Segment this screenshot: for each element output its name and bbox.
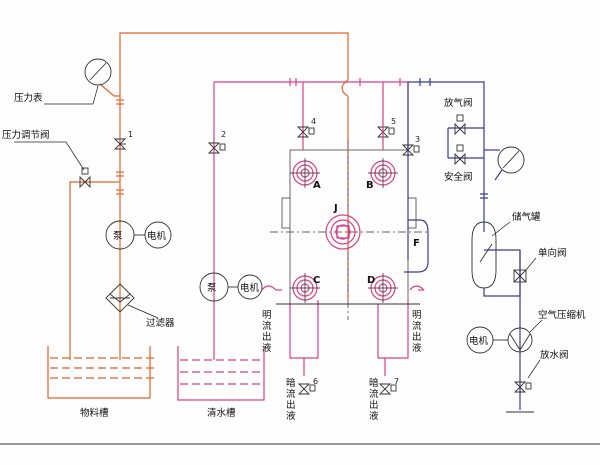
valve-1-number: 1	[128, 130, 133, 139]
motor-right-label: 电机	[469, 335, 489, 347]
valve-4-number: 4	[311, 117, 316, 126]
valve-2-icon[interactable]	[207, 142, 226, 154]
filter-label: 过滤器	[146, 317, 175, 329]
pipe-fittings	[116, 99, 124, 195]
port-j-icon	[325, 214, 361, 250]
drain-valve-icon[interactable]	[513, 381, 532, 393]
port-f-label: F	[413, 238, 420, 249]
air-tank-label: 储气罐	[512, 211, 541, 223]
check-valve-label: 单向阀	[538, 247, 567, 259]
air-tank-icon	[471, 221, 497, 289]
valve-7-icon[interactable]	[378, 383, 397, 395]
pressure-regulating-valve-icon[interactable]	[79, 167, 91, 189]
motor-mid-icon	[237, 274, 263, 300]
valve-6-icon[interactable]	[297, 383, 316, 395]
compressor-label: 空气压缩机	[538, 309, 586, 321]
air-line	[407, 78, 521, 410]
port-c-label: C	[313, 275, 320, 286]
port-d-icon	[368, 273, 398, 303]
valve-5-icon[interactable]	[376, 82, 395, 150]
motor-left-icon	[144, 221, 172, 249]
pressure-valve-label: 压力调节阀	[2, 129, 50, 141]
valve-5-number: 5	[391, 117, 396, 126]
clean-tank-label: 清水槽	[207, 407, 236, 419]
dark-outflow-right-label: 暗流出液	[369, 378, 379, 422]
open-outflow-left-label: 明流出液	[262, 310, 272, 354]
air-pressure-gauge-icon	[494, 146, 525, 181]
clean-water-tank-icon	[177, 346, 265, 401]
valve-4-icon[interactable]	[296, 126, 315, 138]
pump-left-label: 泵	[113, 231, 123, 242]
drain-valve-label: 放水阀	[540, 349, 569, 361]
pressure-gauge-icon	[84, 58, 112, 86]
vent-valve-icon[interactable]	[454, 114, 466, 136]
pressure-gauge-label: 压力表	[14, 92, 43, 104]
motor-left-label: 电机	[147, 230, 167, 242]
port-a-icon	[290, 158, 320, 188]
motor-right-icon	[466, 326, 494, 354]
vent-valve-label: 放气阀	[444, 97, 473, 109]
port-c-icon	[290, 273, 320, 303]
valve-6-number: 6	[313, 377, 318, 386]
valve-2-number: 2	[221, 130, 226, 139]
material-feed-line	[69, 32, 349, 360]
port-b-label: B	[366, 180, 374, 191]
valve-3-number: 3	[415, 135, 420, 144]
material-tank-label: 物料槽	[80, 407, 109, 419]
valve-1-icon[interactable]	[113, 138, 127, 150]
outflow-pipes	[261, 285, 425, 376]
safety-valve-icon[interactable]	[454, 144, 466, 166]
pump-mid-label: 泵	[207, 283, 217, 294]
port-j-label: J	[333, 203, 338, 214]
port-d-label: D	[367, 275, 375, 286]
dark-outflow-left-label: 暗流出液	[286, 378, 296, 422]
valve-7-number: 7	[394, 377, 399, 386]
valve-3-icon[interactable]	[401, 144, 420, 156]
port-a-label: A	[313, 180, 321, 191]
safety-valve-label: 安全阀	[444, 171, 473, 183]
material-tank-icon	[47, 346, 154, 399]
filter-icon	[105, 283, 135, 313]
port-b-icon	[368, 158, 398, 188]
port-f-connection	[404, 219, 429, 273]
open-outflow-right-label: 明流出液	[412, 310, 422, 354]
check-valve-icon[interactable]	[513, 269, 527, 283]
motor-mid-label: 电机	[240, 282, 260, 294]
